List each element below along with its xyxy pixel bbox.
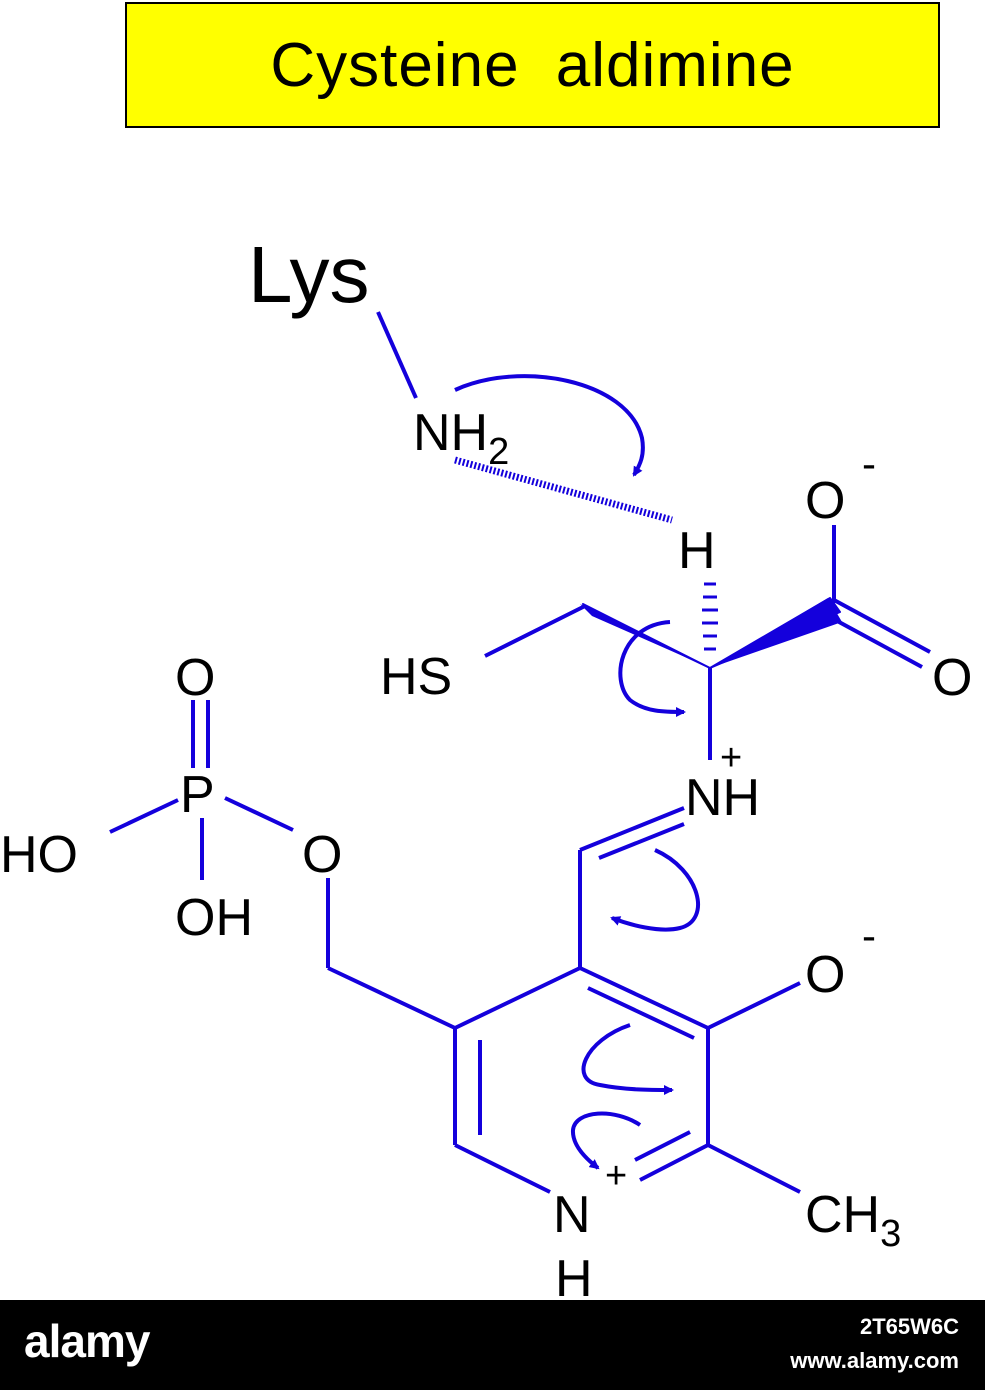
o-minus-top-label: O bbox=[805, 472, 845, 530]
watermark-bar: alamy 2T65W6C www.alamy.com bbox=[0, 1300, 985, 1390]
curved-arrows bbox=[454, 374, 700, 1170]
arrow-cn-to-ring bbox=[610, 848, 700, 932]
bond-group bbox=[109, 311, 931, 1194]
ring-c2-n-inner bbox=[634, 1130, 691, 1162]
diagram-title: Cysteine aldimine bbox=[270, 30, 795, 100]
ring-c2-n bbox=[639, 1143, 709, 1182]
o-minus-ring-label: O bbox=[805, 946, 845, 1004]
bond-c-o-double-1 bbox=[833, 598, 931, 654]
bond-s-ch2 bbox=[484, 604, 586, 658]
ch3-label: CH3 bbox=[805, 1186, 901, 1255]
bond-c5-ch2 bbox=[327, 966, 456, 1030]
nh2-n-text: NH bbox=[413, 404, 488, 462]
wedge-alpha-carboxyl-thick bbox=[710, 598, 842, 668]
ho-label: HO bbox=[0, 826, 78, 884]
wedge-ch2-alpha-thick bbox=[580, 604, 710, 668]
nh2-n-label: NH2 bbox=[413, 404, 509, 473]
arrow-nh2-to-h bbox=[454, 374, 645, 477]
ch3-text: CH bbox=[805, 1186, 880, 1244]
arrow-ring-c4c3 bbox=[581, 1023, 674, 1095]
ring-h-label: H bbox=[555, 1250, 593, 1300]
ring-c4-c3-inner bbox=[587, 986, 695, 1040]
ring-plus-charge: + bbox=[605, 1155, 627, 1197]
bond-lys-nh2 bbox=[376, 311, 418, 399]
bond-c2-ch3 bbox=[707, 1143, 801, 1194]
minus-top-charge: - bbox=[862, 440, 876, 487]
title-box: Cysteine aldimine bbox=[125, 2, 940, 128]
hbond-nh2-h bbox=[454, 456, 673, 524]
watermark-brand: alamy bbox=[24, 1315, 150, 1367]
o-carbonyl-label: O bbox=[932, 649, 972, 707]
ring-n-c6 bbox=[454, 1143, 551, 1194]
p-label: P bbox=[180, 766, 215, 824]
hs-label: HS bbox=[380, 648, 452, 706]
cysteine-aldimine-structure: Lys NH2 H O - O HS NH + O P HO O OH O - … bbox=[0, 230, 972, 1300]
arrow-ring-to-n bbox=[570, 1111, 642, 1170]
oh-label: OH bbox=[175, 889, 253, 947]
bond-ho-p bbox=[109, 798, 179, 834]
lys-label: Lys bbox=[248, 230, 370, 319]
ring-c5-c4 bbox=[454, 966, 581, 1030]
ring-n-label: N bbox=[553, 1186, 591, 1244]
p-o-top-label: O bbox=[175, 649, 215, 707]
watermark-site: www.alamy.com bbox=[790, 1348, 959, 1373]
wedge-ch2-alpha bbox=[582, 603, 711, 669]
ring-c4-c3 bbox=[579, 966, 709, 1030]
arrow-ch-to-cn bbox=[618, 620, 686, 717]
h-alpha-label: H bbox=[678, 522, 716, 580]
bond-imine-2 bbox=[598, 822, 685, 860]
ch3-subscript: 3 bbox=[880, 1213, 901, 1255]
watermark-image-id: 2T65W6C bbox=[859, 1314, 959, 1339]
bond-o-p bbox=[224, 796, 294, 832]
minus-ring-charge: - bbox=[862, 912, 876, 959]
ester-o-label: O bbox=[302, 826, 342, 884]
imine-plus-charge: + bbox=[720, 737, 742, 779]
nh2-subscript: 2 bbox=[488, 431, 509, 473]
hashed-wedge-alpha-h bbox=[702, 582, 718, 651]
bond-c-o-double-2 bbox=[827, 614, 923, 669]
imine-n-label: NH bbox=[685, 769, 760, 827]
bond-imine-1 bbox=[579, 806, 685, 852]
bond-c3-ominus bbox=[707, 981, 801, 1030]
